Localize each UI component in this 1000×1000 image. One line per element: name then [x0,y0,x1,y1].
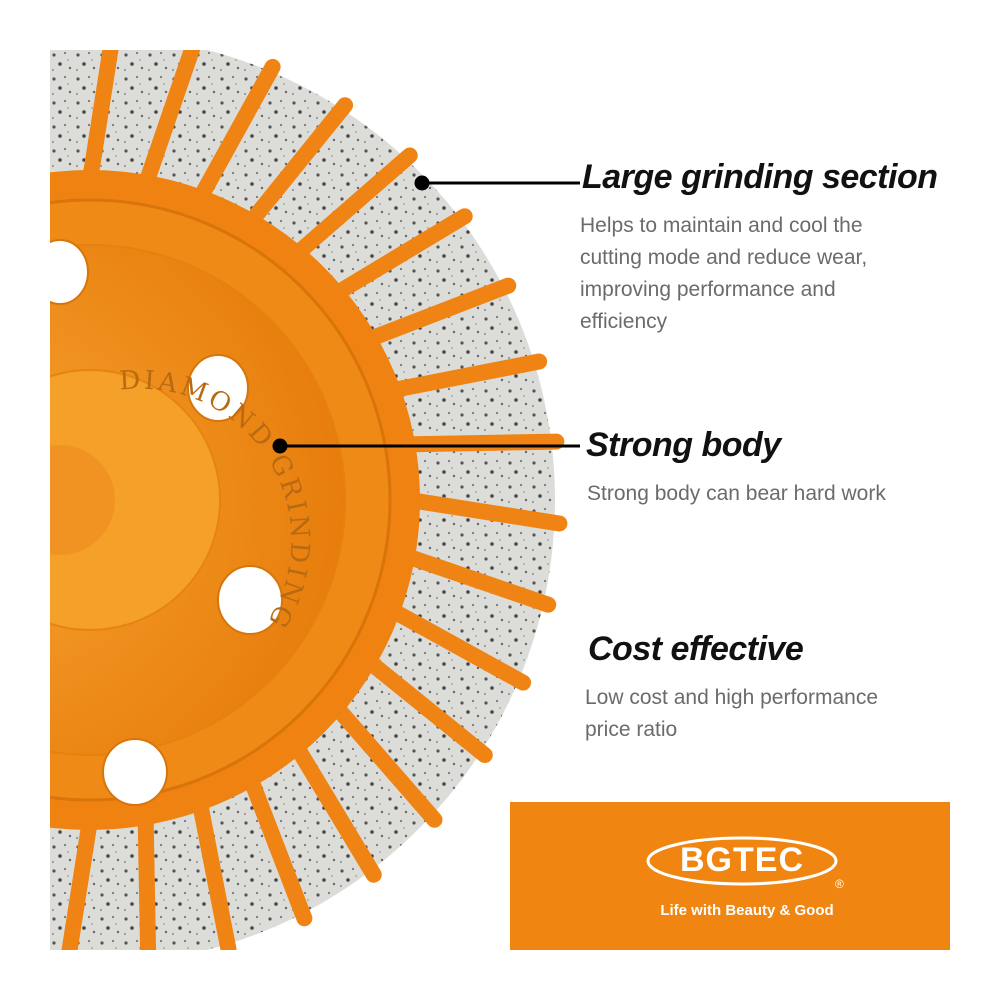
registered-mark: ® [835,877,844,891]
brand-tagline: Life with Beauty & Good [660,902,834,919]
segment-gap [397,547,557,613]
segment-gap [359,652,493,764]
segment-gap [327,208,473,303]
segment-gap [359,277,517,348]
segment-gap [402,492,568,532]
logo-wordmark: BGTEC [680,841,804,879]
segment-gap [327,697,443,828]
segment-gap [397,433,565,453]
feature-desc-strong-body: Strong body can bear hard work [587,482,886,505]
segment-gap [382,601,532,691]
segment-gap [61,812,98,950]
segment-gap [287,737,382,883]
brand-logo: BGTEC ® Life with Beauty & Good [645,835,850,935]
segment-gap [82,50,119,188]
orange-segment-gaps [61,50,568,950]
vent-holes [50,239,283,806]
feature-title-cost-effective: Cost effective [588,630,804,668]
segment-gap [242,769,313,927]
segment-gap [137,807,157,950]
brand-band [510,802,950,950]
segment-gap [191,58,281,208]
segment-gap [287,147,418,263]
logo-oval-icon [646,836,838,886]
feature-title-large-grinding: Large grinding section [582,158,938,196]
segment-gap [242,97,354,231]
segment-gap [191,792,237,950]
feature-title-strong-body: Strong body [586,426,781,464]
callout-lines [272,175,580,454]
grinding-wheel-illustration: DIAMOND GRINDING [50,50,580,950]
product-image-frame: DIAMOND GRINDING Large grinding section … [50,50,950,950]
segment-gap [382,353,548,399]
feature-desc-cost-effective: Low cost and high performance price rati… [585,686,879,741]
segment-gap [137,50,201,193]
feature-desc-large-grinding: Helps to maintain and cool the cutting m… [580,214,868,333]
